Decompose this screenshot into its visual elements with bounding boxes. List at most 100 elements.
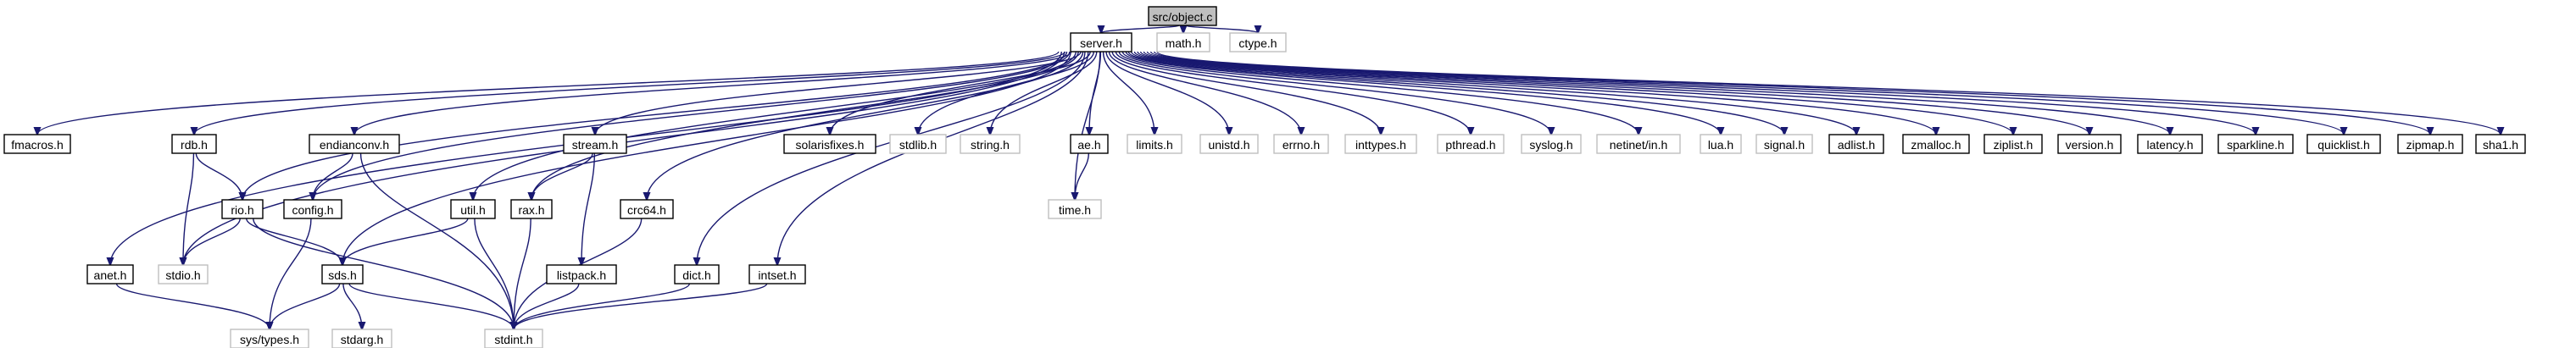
node-fmacros-h[interactable]: fmacros.h — [3, 134, 71, 154]
node-box — [546, 264, 617, 284]
node-label: limits.h — [1136, 138, 1173, 152]
node-box — [563, 134, 627, 154]
node-box — [2475, 134, 2526, 154]
node-box — [221, 199, 264, 219]
node-label: sparkline.h — [2227, 138, 2284, 152]
edge-rdb_h-to-rio_h — [195, 152, 242, 200]
node-rio-h[interactable]: rio.h — [221, 199, 264, 219]
edge-intset_h-to-stdint_h — [514, 283, 768, 329]
node-ae-h[interactable]: ae.h — [1070, 134, 1109, 154]
node-crc64-h[interactable]: crc64.h — [620, 199, 674, 219]
edge-stream_h-to-rax_h — [531, 152, 593, 200]
node-version-h[interactable]: version.h — [2057, 134, 2122, 154]
node-box — [484, 329, 543, 348]
edge-server_h-to-pthread_h — [1115, 51, 1471, 135]
node-latency-h[interactable]: latency.h — [2137, 134, 2203, 154]
node-util-h[interactable]: util.h — [450, 199, 496, 219]
edge-server_h-to-util_h — [473, 51, 1077, 200]
node-box — [1902, 134, 1970, 154]
edge-server_h-to-rax_h — [531, 51, 1079, 200]
node-rax-h[interactable]: rax.h — [510, 199, 553, 219]
node-rdb-h[interactable]: rdb.h — [171, 134, 217, 154]
node-label: time.h — [1059, 203, 1091, 217]
node-label: stream.h — [572, 138, 618, 152]
node-box — [171, 134, 217, 154]
node-label: latency.h — [2147, 138, 2194, 152]
node-label: zmalloc.h — [1911, 138, 1961, 152]
node-box — [510, 199, 553, 219]
edge-server_h-to-rdb_h — [194, 51, 1065, 135]
edge-server_h-to-netinet_in_h — [1121, 51, 1639, 135]
node-box — [1229, 32, 1287, 52]
node-string-h: string.h — [960, 134, 1021, 154]
node-label: adlist.h — [1838, 138, 1875, 152]
node-box — [1344, 134, 1417, 154]
node-quicklist-h[interactable]: quicklist.h — [2306, 134, 2381, 154]
edge-server_h-to-zmalloc_h — [1133, 51, 1936, 135]
node-object-c[interactable]: src/object.c — [1148, 6, 1217, 26]
node-box — [1755, 134, 1813, 154]
edge-server_h-to-sparkline_h — [1146, 51, 2256, 135]
node-inttypes-h: inttypes.h — [1344, 134, 1417, 154]
node-solarisfixes-h[interactable]: solarisfixes.h — [783, 134, 876, 154]
node-stdio-h: stdio.h — [158, 264, 209, 284]
node-box — [1156, 32, 1210, 52]
node-box — [230, 329, 309, 348]
node-box — [3, 134, 71, 154]
node-listpack-h[interactable]: listpack.h — [546, 264, 617, 284]
node-label: stdint.h — [494, 333, 532, 346]
edge-server_h-to-sds_h — [342, 51, 1071, 265]
node-box — [158, 264, 209, 284]
node-box — [1596, 134, 1681, 154]
node-config-h[interactable]: config.h — [283, 199, 342, 219]
node-label: src/object.c — [1153, 10, 1213, 24]
node-server-h[interactable]: server.h — [1070, 32, 1132, 52]
node-time-h: time.h — [1048, 199, 1102, 219]
edge-server_h-to-endianconv_h — [354, 51, 1072, 135]
edge-rio_h-to-sds_h — [246, 218, 342, 265]
edge-server_h-to-crc64_h — [647, 51, 1084, 200]
node-label: solarisfixes.h — [796, 138, 865, 152]
node-label: rax.h — [518, 203, 544, 217]
edge-server_h-to-version_h — [1139, 51, 2089, 135]
node-label: sys/types.h — [240, 333, 299, 346]
node-label: math.h — [1166, 36, 1202, 50]
node-label: signal.h — [1764, 138, 1805, 152]
node-errno-h: errno.h — [1273, 134, 1329, 154]
node-box — [1700, 134, 1742, 154]
node-dict-h[interactable]: dict.h — [674, 264, 720, 284]
node-label: server.h — [1080, 36, 1122, 50]
node-sha1-h[interactable]: sha1.h — [2475, 134, 2526, 154]
edge-server_h-to-errno_h — [1108, 51, 1301, 135]
node-label: netinet/in.h — [1610, 138, 1668, 152]
node-label: version.h — [2066, 138, 2114, 152]
edge-rax_h-to-stdint_h — [514, 218, 531, 329]
node-box — [1048, 199, 1102, 219]
node-endianconv-h[interactable]: endianconv.h — [309, 134, 400, 154]
edge-server_h-to-adlist_h — [1130, 51, 1856, 135]
node-box — [1983, 134, 2043, 154]
edge-stream_h-to-listpack_h — [581, 152, 596, 265]
node-sparkline-h[interactable]: sparkline.h — [2217, 134, 2294, 154]
edge-server_h-to-quicklist_h — [1149, 51, 2344, 135]
node-label: stdio.h — [165, 268, 200, 282]
node-ziplist-h[interactable]: ziplist.h — [1983, 134, 2043, 154]
node-box — [86, 264, 134, 284]
node-intset-h[interactable]: intset.h — [748, 264, 806, 284]
edge-server_h-to-zipmap_h — [1154, 51, 2430, 135]
node-anet-h[interactable]: anet.h — [86, 264, 134, 284]
node-stdint-h: stdint.h — [484, 329, 543, 348]
node-adlist-h[interactable]: adlist.h — [1828, 134, 1884, 154]
node-label: crc64.h — [627, 203, 666, 217]
node-stream-h[interactable]: stream.h — [563, 134, 627, 154]
edge-rio_h-to-stdio_h — [183, 218, 241, 265]
node-box — [450, 199, 496, 219]
edge-server_h-to-rio_h — [242, 51, 1068, 200]
node-box — [2397, 134, 2463, 154]
node-zmalloc-h[interactable]: zmalloc.h — [1902, 134, 1970, 154]
node-box — [783, 134, 876, 154]
node-sds-h[interactable]: sds.h — [321, 264, 364, 284]
edge-rio_h-to-stdint_h — [253, 218, 514, 329]
node-zipmap-h[interactable]: zipmap.h — [2397, 134, 2463, 154]
